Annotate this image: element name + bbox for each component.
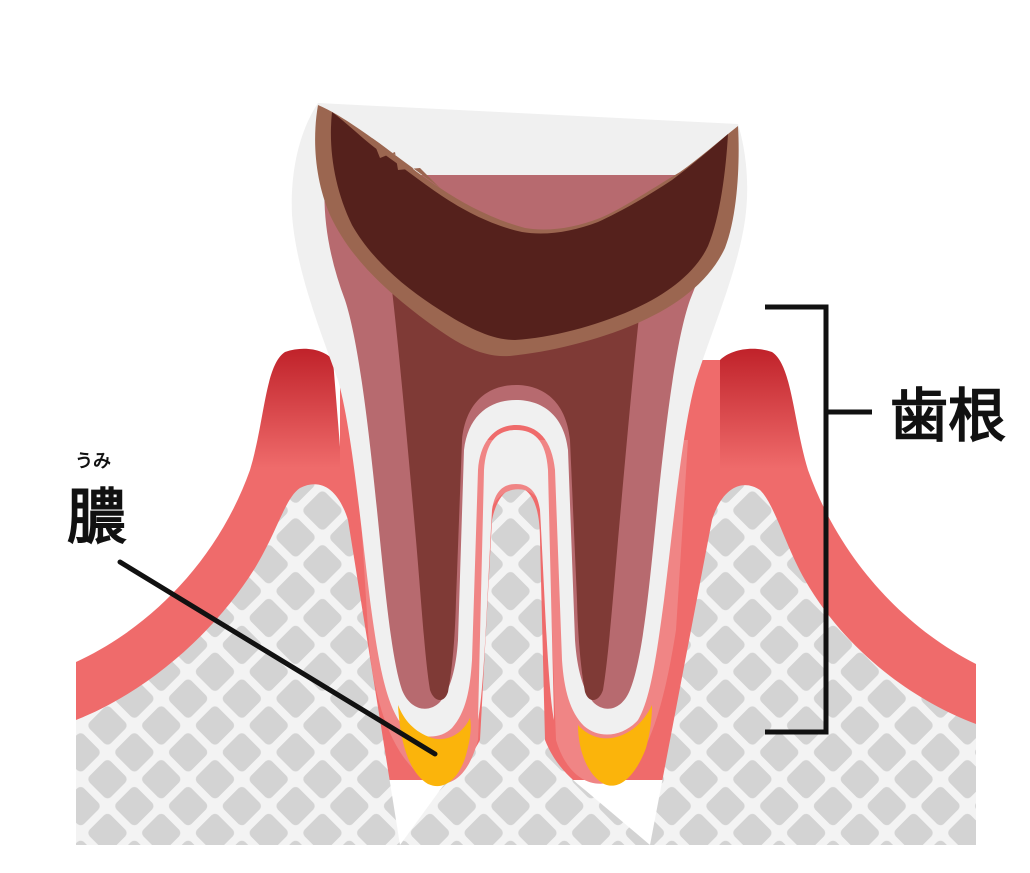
root-canal-inner — [478, 430, 554, 720]
root-bracket — [765, 304, 829, 735]
tooth-pulp — [392, 290, 642, 701]
decay-chip — [372, 138, 440, 188]
pus-label: 膿 — [67, 483, 127, 553]
root-label: 歯根 — [890, 382, 1006, 450]
jaw-bone — [76, 484, 976, 845]
decay-cavity — [330, 112, 728, 340]
pus-ruby: うみ — [75, 451, 111, 472]
pus-right — [578, 705, 652, 786]
pus-left — [398, 705, 471, 787]
pus-pointer-line — [117, 559, 438, 757]
